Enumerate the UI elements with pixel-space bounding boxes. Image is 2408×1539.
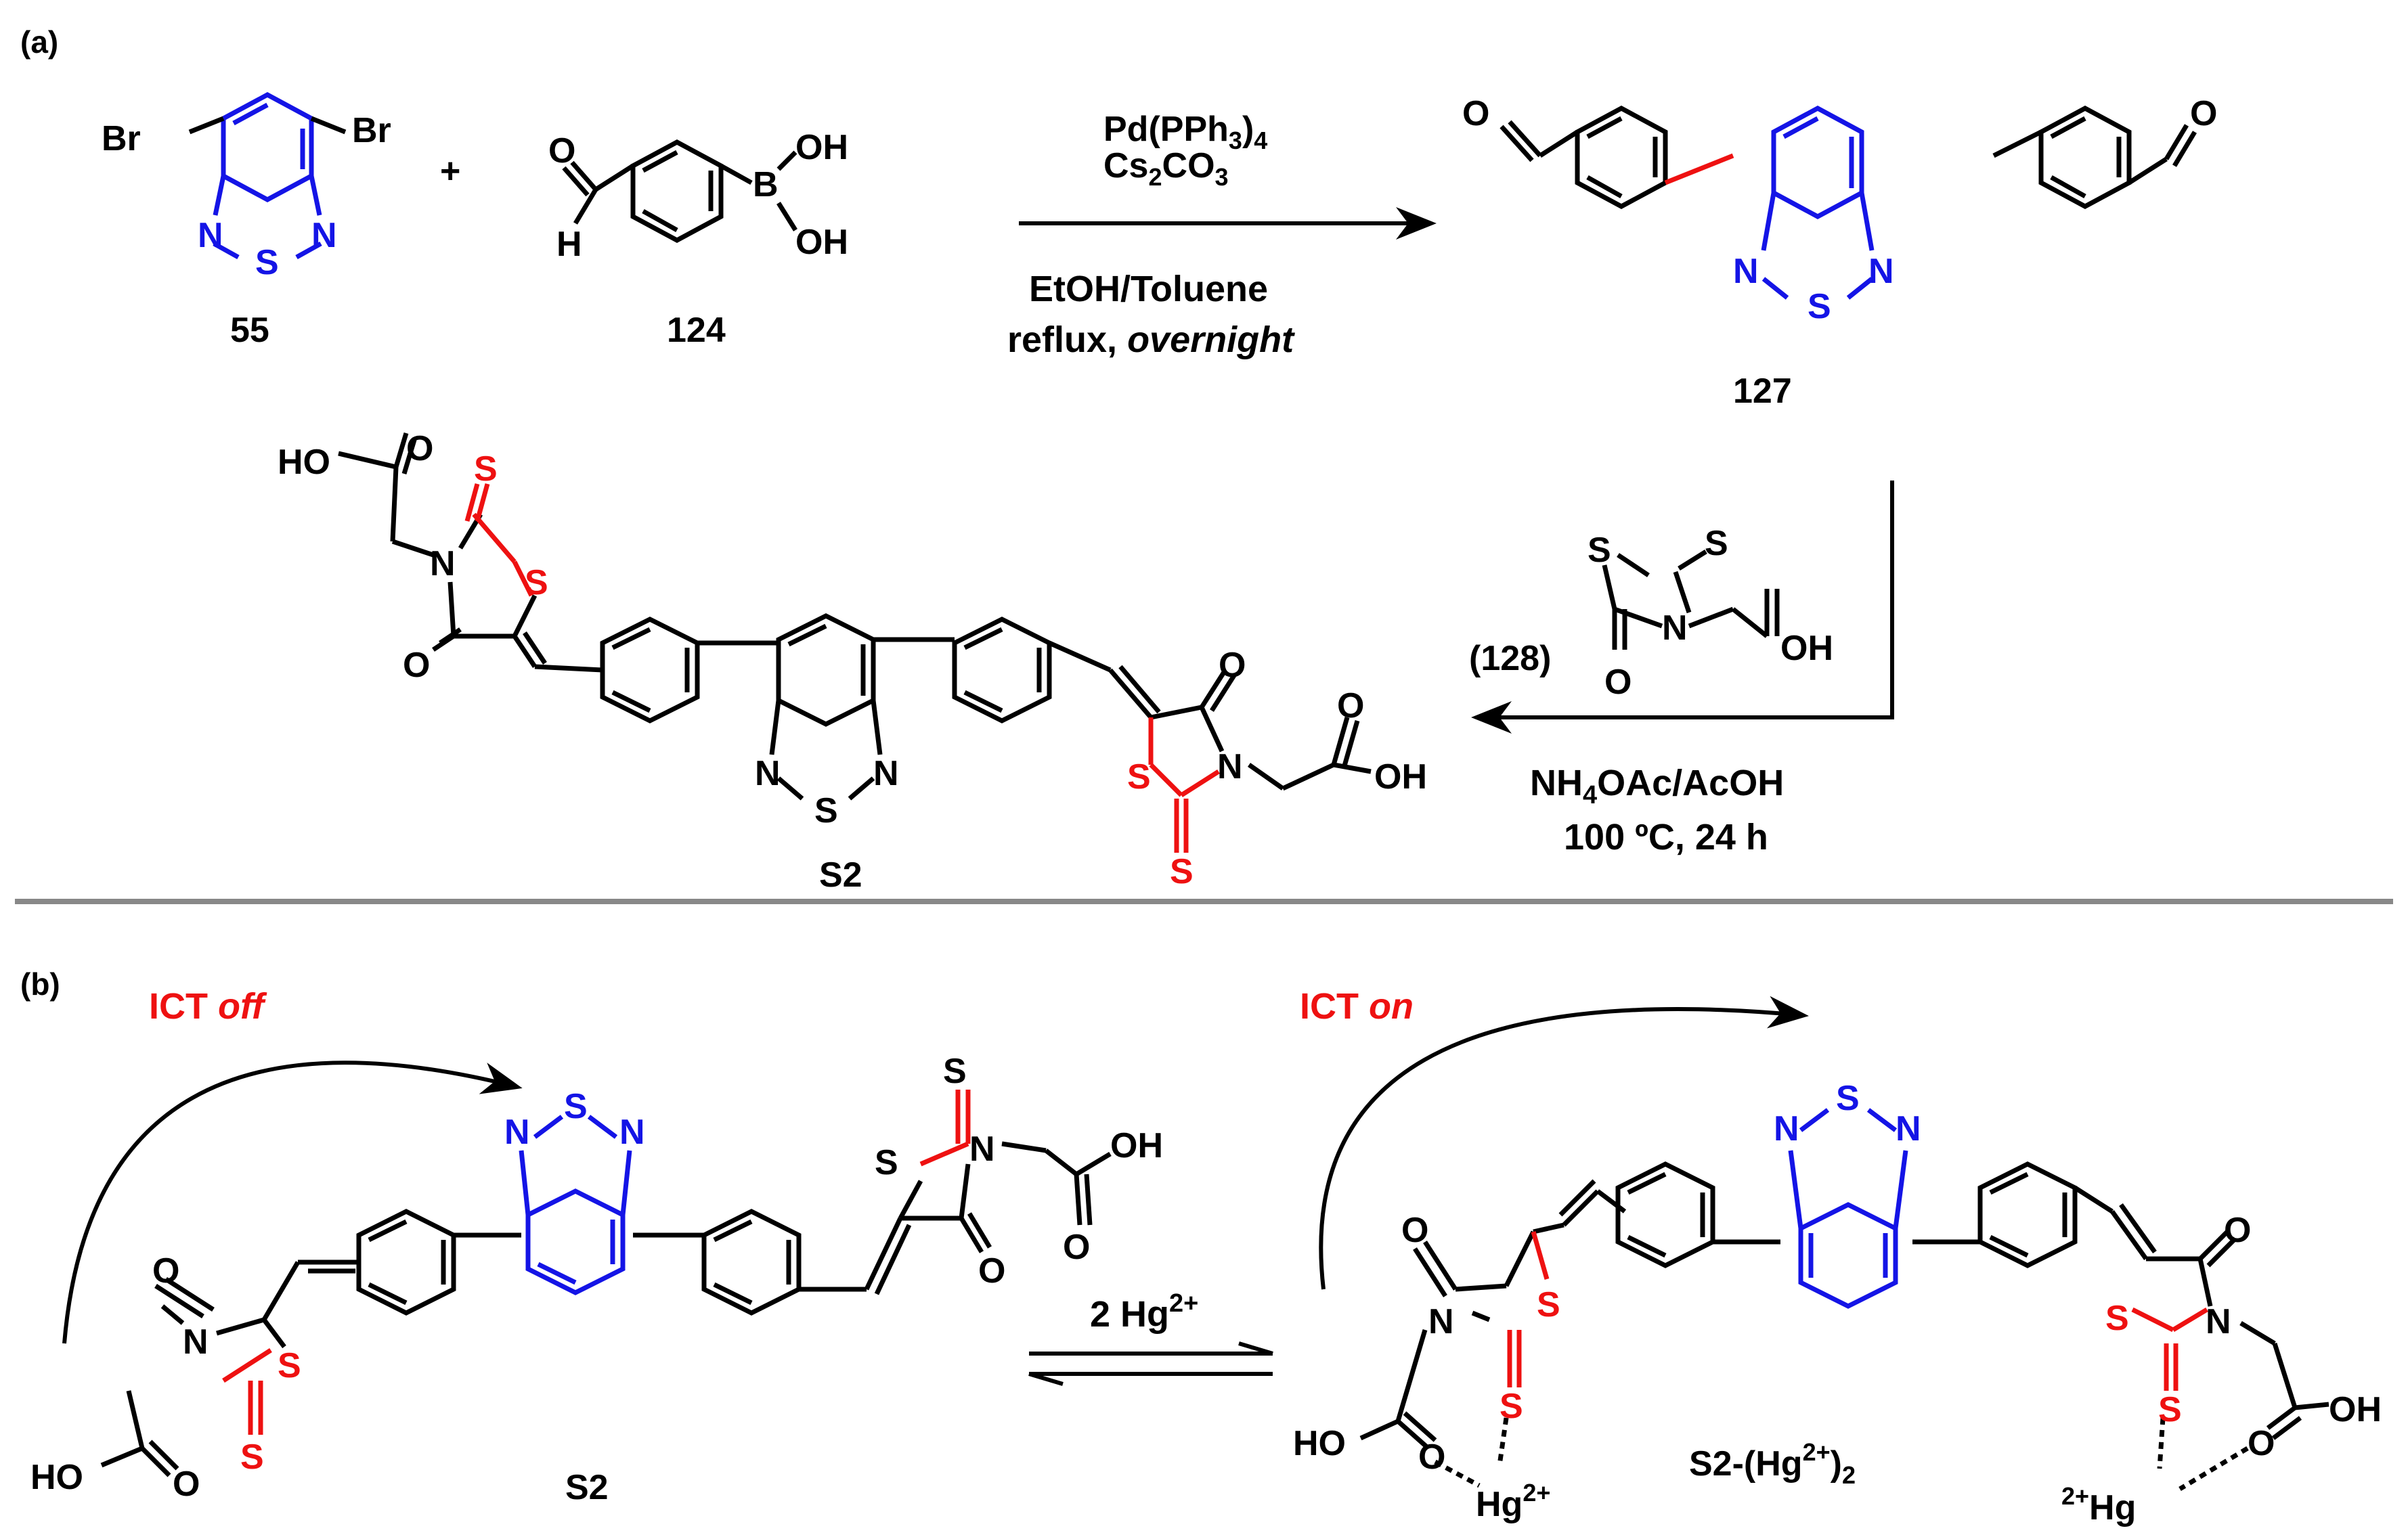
- s2-b-s-right-thione: S: [943, 1052, 967, 1091]
- s2-b-s-right-ring: S: [875, 1143, 898, 1182]
- s2-a-number: S2: [819, 855, 862, 895]
- s2-b-n-core-r: N: [619, 1113, 645, 1152]
- s2-b-s-core: S: [564, 1087, 588, 1126]
- reagent-128-o: O: [1604, 663, 1632, 702]
- compound-55-n-left: N: [198, 216, 223, 255]
- s2-a-n-left: N: [430, 544, 456, 583]
- ict-off-arrow: [62, 1061, 523, 1344]
- compound-124-o: O: [548, 131, 575, 171]
- s2-b-o-right: O: [978, 1251, 1005, 1291]
- compound-127-o-left: O: [1462, 94, 1489, 133]
- s2hg-n-core-l: N: [1774, 1109, 1799, 1148]
- s2hg-s-core: S: [1836, 1079, 1860, 1118]
- reagent-128-n: N: [1662, 608, 1688, 648]
- s2hg-n-left: N: [1428, 1302, 1454, 1341]
- s2-b-o-acid-left: O: [173, 1465, 200, 1504]
- s2-b-n-right: N: [969, 1130, 995, 1169]
- s2-a-ho: HO: [278, 443, 330, 482]
- compound-127-n-right: N: [1868, 252, 1894, 291]
- s2-b-s-left-thione: S: [240, 1437, 264, 1477]
- s2hg-o-acid-left: O: [1418, 1437, 1445, 1477]
- reagent-128-label: (128): [1469, 639, 1551, 678]
- s2hg-n-core-r: N: [1896, 1109, 1921, 1148]
- s2-a-s-thione-left: S: [474, 449, 498, 489]
- reagent-128-oh: OH: [1780, 629, 1833, 668]
- equilibrium-arrows: [1028, 1341, 1273, 1386]
- compound-124-oh-bottom: OH: [795, 223, 848, 262]
- compound-s2-b-structure: [100, 1090, 1112, 1477]
- s2-b-s-left-ring: S: [278, 1346, 301, 1385]
- compound-55-br-left: Br: [102, 119, 141, 158]
- s2hg-s-left-thione: S: [1499, 1387, 1523, 1426]
- s2-b-n-left: N: [183, 1322, 209, 1362]
- s2hg-o-left: O: [1401, 1211, 1428, 1250]
- step2-reagent: NH4OAc/AcOH: [1530, 763, 1784, 809]
- ict-off-label: ICT off: [149, 986, 267, 1027]
- compound-124-b: B: [753, 165, 779, 204]
- ict-on-label: ICT on: [1300, 986, 1414, 1027]
- s2-a-core-s: S: [814, 791, 838, 830]
- compound-55-n-right: N: [311, 216, 337, 255]
- s2-a-n-right: N: [1217, 747, 1243, 786]
- s2-a-s-ring-left: S: [525, 563, 548, 602]
- s2-b-ho: HO: [30, 1458, 83, 1497]
- s2hg-o-acid-right: O: [2248, 1424, 2275, 1463]
- compound-55-br-right: Br: [352, 111, 391, 150]
- compound-124-number: 124: [667, 311, 726, 350]
- compound-124-h: H: [556, 225, 582, 264]
- step1-reagent-cs: Cs2CO3: [1103, 146, 1229, 191]
- s2-a-o-ring-left: O: [403, 646, 430, 685]
- s2-b-o-left: O: [152, 1251, 179, 1291]
- s2hg-s-right-thione: S: [2158, 1390, 2182, 1429]
- compound-s2-hg-structure: [1359, 1108, 2329, 1492]
- compound-127-n-left: N: [1733, 252, 1759, 291]
- s2hg-s-left-ring: S: [1537, 1285, 1560, 1324]
- s2hg-hg-right: 2+Hg: [2061, 1482, 2136, 1527]
- equilibrium-reagent: 2 Hg2+: [1090, 1289, 1198, 1335]
- compound-55-s: S: [255, 243, 279, 282]
- compound-127-s: S: [1808, 287, 1831, 326]
- s2-b-o-acid-right: O: [1063, 1228, 1090, 1267]
- panel-b-label: (b): [20, 966, 60, 1002]
- compound-127-structure: [1499, 106, 2197, 300]
- s2hg-compound-label: S2-(Hg2+)2: [1689, 1438, 1856, 1489]
- s2-a-s-ring-right: S: [1127, 757, 1151, 797]
- step2-temperature: 100 ºC, 24 h: [1564, 817, 1768, 857]
- s2hg-n-right: N: [2206, 1302, 2231, 1341]
- step1-condition: reflux, overnight: [1007, 319, 1295, 360]
- reagent-128-structure: [1602, 550, 1780, 650]
- compound-127-o-right: O: [2190, 94, 2217, 133]
- s2hg-ho: HO: [1293, 1424, 1346, 1463]
- compound-124-oh-top: OH: [795, 128, 848, 167]
- plus-sign: +: [440, 152, 460, 191]
- s2hg-s-right-ring: S: [2105, 1299, 2129, 1338]
- s2-b-n-core-l: N: [504, 1113, 530, 1152]
- s2-a-core-n-right: N: [873, 754, 899, 793]
- s2-a-s-thione-right: S: [1170, 852, 1194, 891]
- compound-55-structure: [188, 92, 347, 260]
- step1-solvent: EtOH/Toluene: [1029, 269, 1268, 309]
- reagent-128-s-ring: S: [1588, 531, 1611, 570]
- reagent-128-s-thione: S: [1705, 524, 1728, 563]
- step1-reagent-pd: Pd(PPh3)4: [1103, 110, 1267, 154]
- step2-arrow: [1471, 481, 1894, 734]
- s2-a-core-n-left: N: [755, 754, 781, 793]
- s2hg-o-right: O: [2224, 1211, 2251, 1250]
- s2-a-oh: OH: [1374, 757, 1427, 797]
- s2hg-hg-left: Hg2+: [1476, 1479, 1550, 1524]
- compound-127-number: 127: [1733, 372, 1792, 411]
- s2-b-oh: OH: [1110, 1126, 1163, 1165]
- compound-124-structure: [562, 139, 797, 243]
- s2hg-oh: OH: [2329, 1390, 2382, 1429]
- s2-a-o-acid-right: O: [1337, 686, 1364, 726]
- s2-b-label: S2: [565, 1468, 609, 1507]
- compound-55-number: 55: [230, 311, 269, 350]
- panel-a-label: (a): [20, 24, 58, 60]
- ict-on-arrow: [1319, 996, 1809, 1290]
- s2-a-o-ring-right: O: [1219, 646, 1246, 685]
- compound-s2-a-structure: [338, 432, 1372, 853]
- s2-a-o-acid-left: O: [406, 429, 433, 468]
